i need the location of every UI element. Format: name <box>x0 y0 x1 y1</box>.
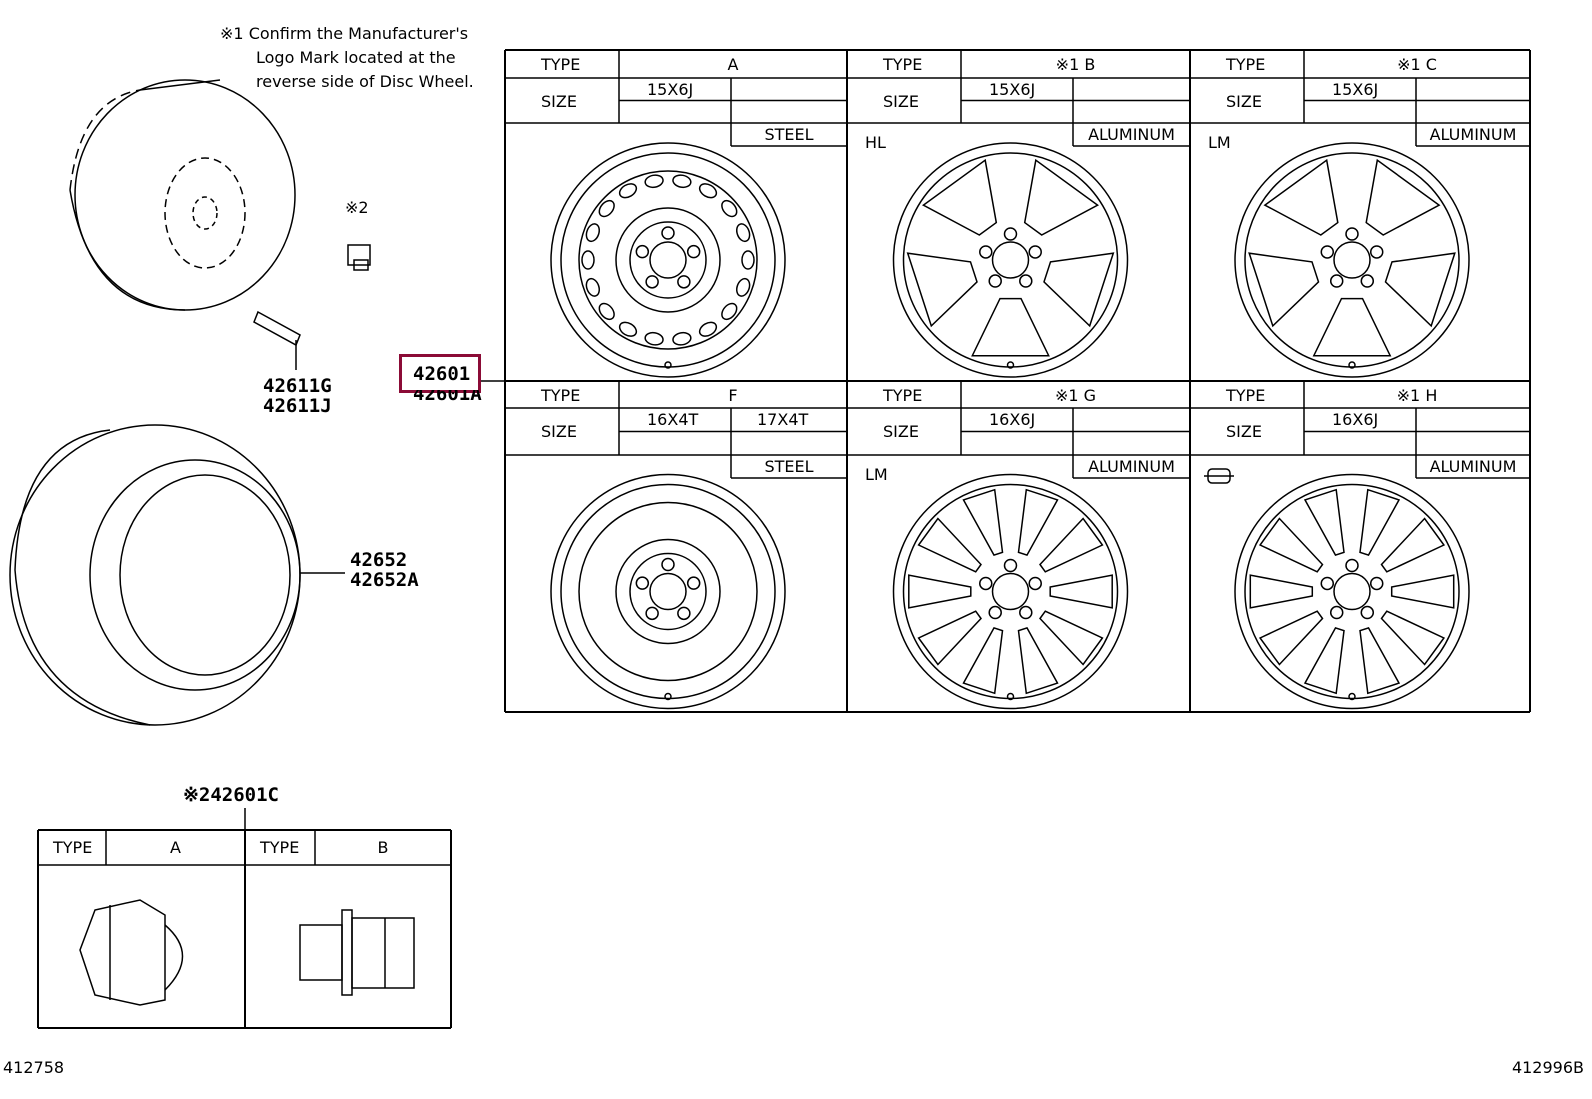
size-value: 15X6J <box>989 80 1036 99</box>
part-number[interactable]: 42611J <box>263 395 332 417</box>
wheel-assembly-drawing <box>69 79 296 311</box>
type-value: F <box>728 386 738 405</box>
cap-nut-drawing <box>79 899 184 1006</box>
wheel-drawing-f <box>550 473 786 710</box>
part-number-42601[interactable]: 42601 <box>413 363 471 385</box>
size-label: SIZE <box>541 422 577 441</box>
size-value: 16X6J <box>1332 410 1379 429</box>
wheel-drawing-a <box>550 142 786 378</box>
logo-mark: LM <box>865 465 888 484</box>
note-mark: ※1 <box>220 24 244 43</box>
material-label: ALUMINUM <box>1088 125 1175 144</box>
size-label: SIZE <box>883 92 919 111</box>
type-value: ※1 B <box>1055 55 1096 74</box>
wheel-drawing-b <box>892 142 1129 378</box>
footer-code-left: 412758 <box>3 1058 65 1077</box>
material-label: ALUMINUM <box>1429 125 1517 144</box>
bolt-note-mark: ※2 <box>345 198 369 217</box>
size-value: 16X6J <box>989 410 1036 429</box>
size-label: SIZE <box>541 92 577 111</box>
type-label: TYPE <box>883 55 923 74</box>
type-value: A <box>170 838 181 857</box>
size-value: 16X4T <box>647 410 699 429</box>
size-label: SIZE <box>1226 422 1262 441</box>
type-label: TYPE <box>883 386 923 405</box>
size-value: 15X6J <box>647 80 694 99</box>
part-number[interactable]: 42601A <box>413 383 482 405</box>
type-value: ※1 C <box>1397 55 1437 74</box>
logo-mark: HL <box>865 133 886 152</box>
material-label: ALUMINUM <box>1429 457 1517 476</box>
highlight-box <box>399 354 481 393</box>
note-line: reverse side of Disc Wheel. <box>256 72 474 91</box>
type-label: TYPE <box>1226 55 1266 74</box>
nut-part-number[interactable]: ※242601C <box>183 784 279 806</box>
material-label: ALUMINUM <box>1088 457 1175 476</box>
logo-mark-note: ※1 Confirm the Manufacturer's Logo Mark … <box>220 22 474 94</box>
part-number[interactable]: 42652A <box>350 569 419 591</box>
type-label: TYPE <box>1226 386 1266 405</box>
tire-drawing <box>9 424 345 726</box>
type-value: A <box>727 55 739 74</box>
note-line: Logo Mark located at the <box>256 48 456 67</box>
logo-mark: LM <box>1208 133 1231 152</box>
valve-stem-drawing <box>253 310 301 370</box>
lug-bolt-drawing <box>347 244 371 271</box>
part-number[interactable]: 42611G <box>263 375 332 397</box>
note-line: Confirm the Manufacturer's <box>248 24 469 43</box>
logo-mark-icon <box>1204 468 1234 484</box>
wheel-drawing-g <box>892 473 1129 710</box>
wheel-drawing-c <box>1234 142 1470 378</box>
size-value: 17X4T <box>757 410 809 429</box>
type-label: TYPE <box>541 55 581 74</box>
type-label: TYPE <box>541 386 581 405</box>
type-value: B <box>377 838 389 857</box>
size-label: SIZE <box>883 422 919 441</box>
size-label: SIZE <box>1226 92 1262 111</box>
material-label: STEEL <box>764 457 814 476</box>
size-value: 15X6J <box>1332 80 1379 99</box>
footer-code-right: 412996B <box>1511 1058 1584 1077</box>
type-label: TYPE <box>53 838 93 857</box>
part-number[interactable]: 42652 <box>350 549 408 571</box>
type-value: ※1 G <box>1054 386 1097 405</box>
type-value: ※1 H <box>1396 386 1438 405</box>
material-label: STEEL <box>764 125 814 144</box>
flange-nut-drawing <box>299 909 415 996</box>
wheel-drawing-h <box>1234 473 1470 710</box>
type-label: TYPE <box>260 838 300 857</box>
